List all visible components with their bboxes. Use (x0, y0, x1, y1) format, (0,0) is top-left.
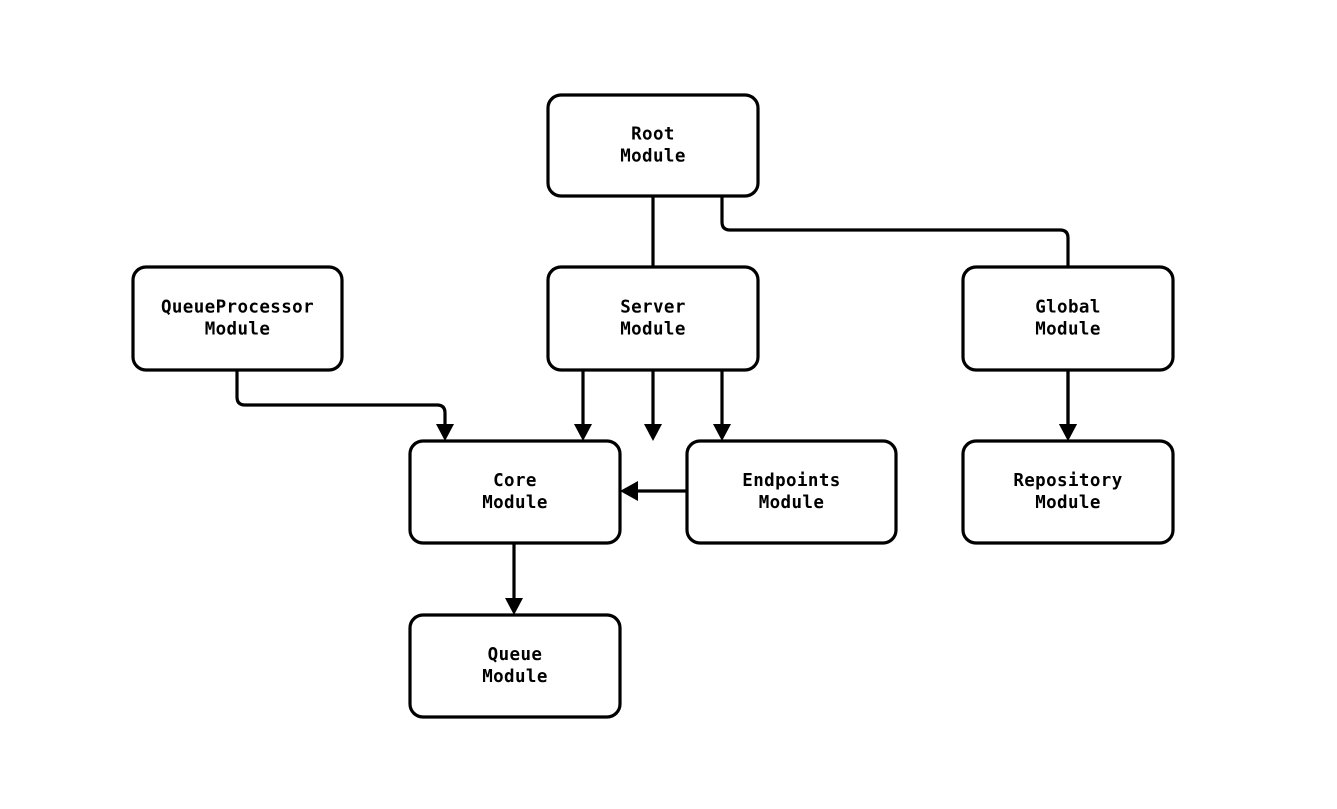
edge-endpoints-to-core (620, 481, 687, 501)
node-label-line2: Module (1035, 493, 1101, 513)
node-box[interactable] (408, 439, 622, 545)
edge-line (720, 196, 1070, 432)
edge-queueprocessor-to-core (235, 370, 454, 441)
node-label-line2: Module (759, 493, 825, 513)
edge-core-to-queue (505, 543, 523, 615)
node-box[interactable] (685, 439, 898, 545)
node-label-line1: Global (1035, 298, 1101, 318)
edge-global-to-repository (1059, 370, 1077, 441)
node-label-line1: Endpoints (742, 471, 840, 491)
node-box[interactable] (961, 439, 1175, 545)
arrowhead-icon (436, 424, 454, 441)
node-box[interactable] (546, 265, 760, 372)
node-label-line2: Module (620, 147, 686, 167)
arrowhead-icon (574, 424, 592, 441)
arrowhead-icon (713, 424, 731, 441)
arrowhead-icon (505, 598, 523, 615)
node-box[interactable] (961, 265, 1175, 372)
edge-line (235, 370, 447, 432)
node-box[interactable] (408, 613, 622, 719)
arrowhead-icon (620, 481, 638, 501)
node-label-line1: Queue (488, 645, 543, 665)
node-label-line1: Server (620, 298, 686, 318)
node-label-line1: Root (631, 125, 675, 145)
node-label-line2: Module (1035, 320, 1101, 340)
node-box[interactable] (546, 93, 760, 198)
node-label-line2: Module (620, 320, 686, 340)
node-label-line1: Core (493, 471, 537, 491)
edge-server-to-endpoints (713, 370, 731, 441)
nodes-layer: RootModuleQueueProcessorModuleServerModu… (131, 93, 1175, 719)
node-label-line1: QueueProcessor (161, 298, 314, 318)
edges-layer (235, 196, 1077, 615)
node-label-line1: Repository (1013, 471, 1122, 491)
node-label-line2: Module (482, 493, 548, 513)
node-label-line2: Module (205, 320, 271, 340)
arrowhead-icon (1059, 424, 1077, 441)
arrowhead-icon (644, 424, 662, 441)
node-label-line2: Module (482, 667, 548, 687)
node-box[interactable] (131, 265, 344, 372)
edge-server-to-core (574, 370, 592, 441)
